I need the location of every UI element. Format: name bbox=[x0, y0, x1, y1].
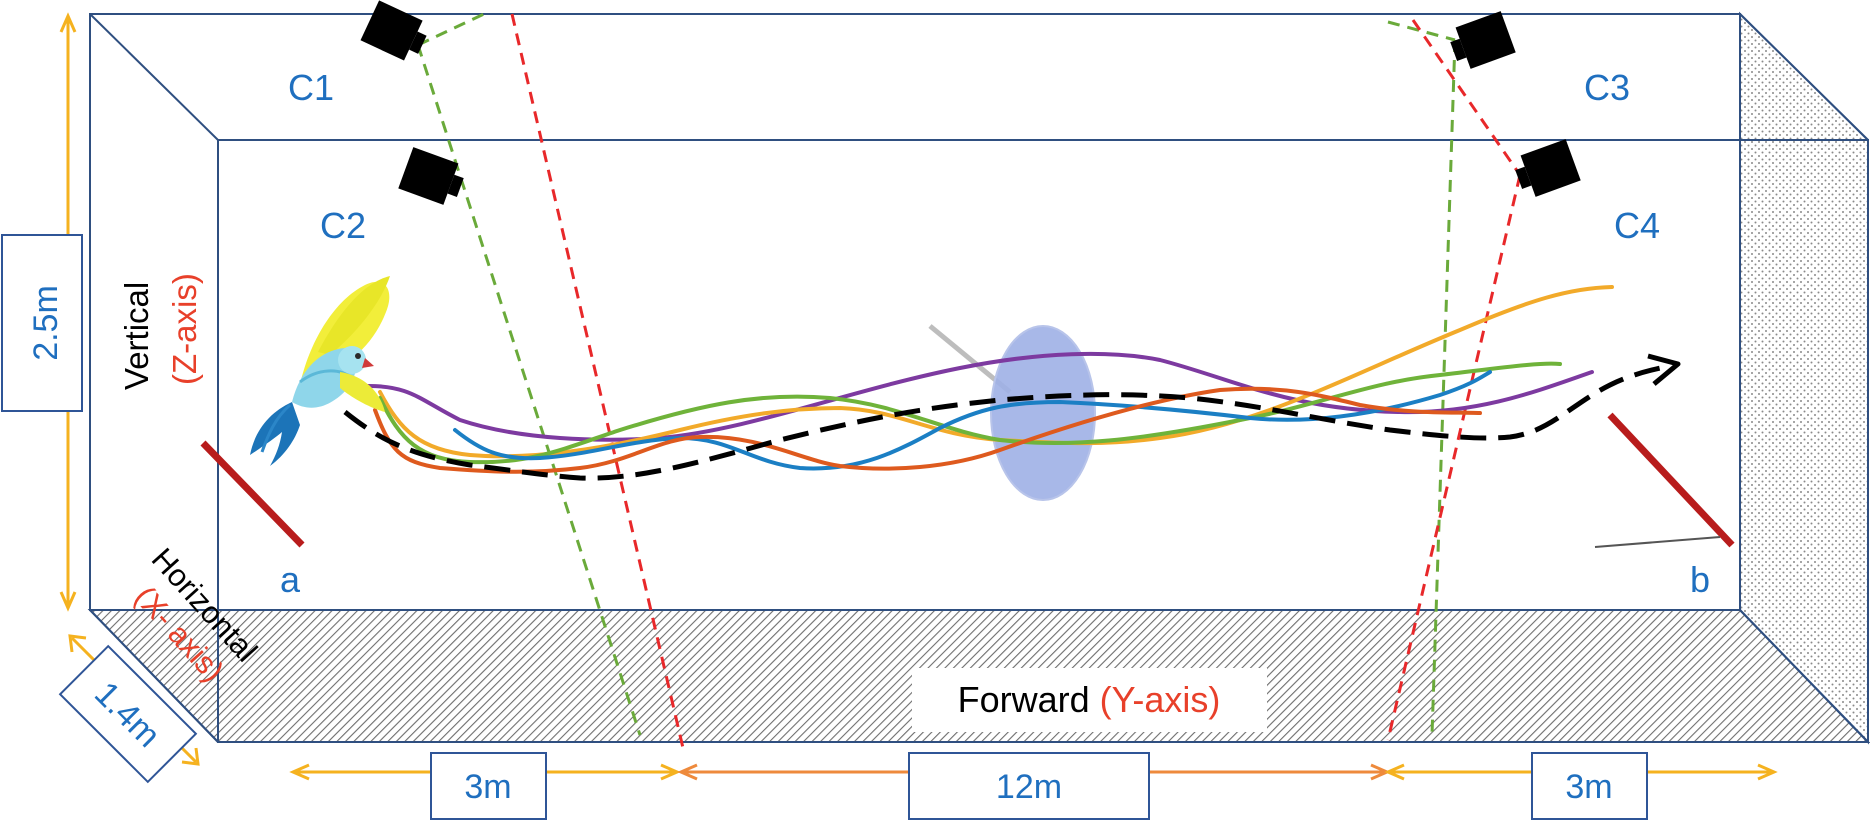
axis-vertical-z: (Z-axis) bbox=[166, 273, 203, 385]
c4-ray-red-lower bbox=[1386, 174, 1522, 741]
camera-icon bbox=[360, 0, 427, 61]
axis-forward-word: Forward bbox=[958, 679, 1090, 720]
segment-end-label: 3m bbox=[1565, 768, 1612, 806]
perch-a bbox=[200, 440, 305, 548]
parrot-icon bbox=[250, 276, 390, 466]
segment-mid-label: 12m bbox=[996, 768, 1062, 806]
camera-icon bbox=[1515, 139, 1581, 197]
mean-flight-path bbox=[343, 363, 1671, 481]
height-dimension-label: 2.5m bbox=[27, 285, 65, 361]
flight-tracks bbox=[363, 285, 1614, 474]
camera-label-c4: C4 bbox=[1614, 205, 1660, 246]
c3-field-of-view-green bbox=[1387, 20, 1456, 42]
camera-rays bbox=[416, 12, 1522, 749]
axis-vertical-label: Vertical bbox=[118, 282, 155, 390]
forward-label-bg bbox=[912, 668, 1267, 732]
perch-label-b: b bbox=[1690, 559, 1710, 600]
track-red bbox=[373, 386, 1482, 474]
arrow-head-icon bbox=[1647, 353, 1681, 386]
c3-ray-green bbox=[1430, 39, 1457, 736]
height-dimension-box bbox=[1, 234, 83, 412]
camera-label-c2: C2 bbox=[320, 205, 366, 246]
camera-label-c1: C1 bbox=[288, 67, 334, 108]
c1-field-of-view-green bbox=[417, 12, 485, 47]
segment-mid-box bbox=[908, 752, 1150, 820]
camera-icon bbox=[398, 147, 464, 205]
segment-start-label: 3m bbox=[464, 768, 511, 806]
track-blue bbox=[453, 370, 1492, 471]
perch-label-a: a bbox=[280, 559, 301, 600]
tunnel-edges bbox=[89, 13, 1869, 743]
c2-ray-red bbox=[510, 13, 685, 749]
axis-forward-label: Forward (Y-axis) bbox=[958, 679, 1221, 720]
track-green bbox=[378, 361, 1562, 465]
axis-forward-y: (Y-axis) bbox=[1100, 679, 1221, 720]
c1-ray-green bbox=[416, 44, 642, 736]
camera-label-c3: C3 bbox=[1584, 67, 1630, 108]
perch-b-shadow bbox=[1594, 536, 1721, 548]
perch-b bbox=[1607, 412, 1735, 548]
camera-icon bbox=[1450, 11, 1516, 69]
segment-end-box bbox=[1531, 752, 1648, 820]
obstacle-disc bbox=[990, 325, 1096, 501]
c4-ray-red bbox=[1411, 19, 1522, 176]
segment-start-box bbox=[430, 752, 547, 820]
